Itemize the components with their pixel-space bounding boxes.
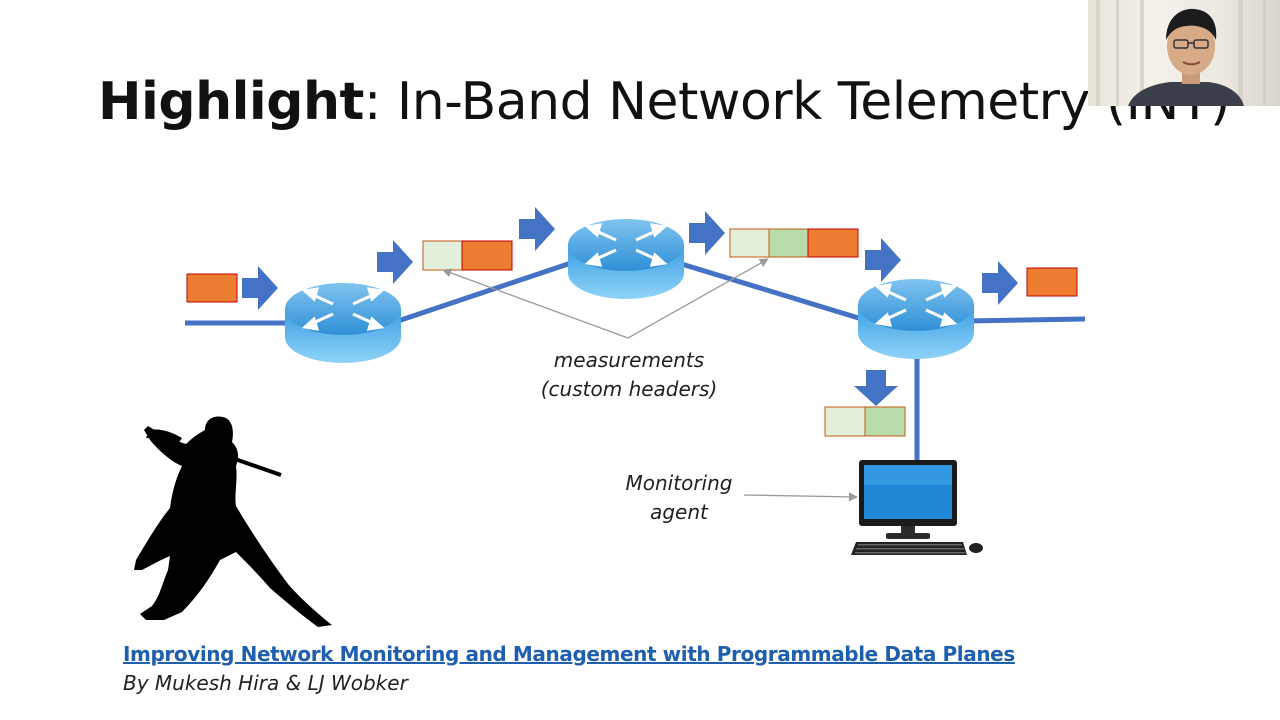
flow-arrow-icon (865, 238, 901, 282)
title-highlight: Highlight (98, 72, 364, 132)
monitoring-line1: Monitoring (625, 471, 733, 495)
router-icon (858, 279, 974, 359)
int-header (422, 240, 463, 271)
webcam-video (1088, 0, 1280, 106)
flow-arrow-icon (377, 240, 413, 284)
int-header (824, 406, 866, 437)
packet-payload (186, 273, 238, 303)
slide-title: Highlight: In-Band Network Telemetry (IN… (98, 72, 1230, 132)
int-header (768, 228, 809, 258)
packets (186, 228, 1078, 437)
reference-authors: By Mukesh Hira & LJ Wobker (123, 671, 408, 695)
down-arrow-icon (854, 370, 898, 406)
measurements-line1: measurements (553, 348, 705, 372)
flow-arrow-icon (982, 261, 1018, 305)
router-icon (568, 219, 684, 299)
packet-payload (1026, 267, 1078, 297)
ninja-silhouette-icon (134, 416, 332, 627)
reference-link[interactable]: Improving Network Monitoring and Managem… (123, 642, 1015, 666)
network-links (185, 257, 1086, 466)
measurement-callouts (442, 258, 858, 502)
link-egress (964, 316, 1086, 324)
packet-payload (461, 240, 513, 271)
router-icon (285, 283, 401, 363)
packet-payload (807, 228, 859, 258)
flow-arrow-icon (689, 211, 725, 255)
monitoring-agent-label: Monitoring agent (612, 469, 746, 527)
flow-arrows (242, 207, 1018, 406)
int-header (864, 406, 906, 437)
link-r1-r2 (394, 257, 581, 325)
flow-arrow-icon (242, 266, 278, 310)
flow-arrow-icon (519, 207, 555, 251)
monitoring-line2: agent (650, 500, 708, 524)
measurements-label: measurements (custom headers) (528, 346, 730, 404)
int-header (729, 228, 770, 258)
curtain-background (1096, 0, 1266, 106)
measurements-line2: (custom headers) (540, 377, 718, 401)
computer-icon (851, 460, 983, 555)
title-rest: : In-Band Network Telemetry (INT) (363, 72, 1231, 132)
person-icon (1128, 8, 1244, 106)
link-r2-r3 (674, 259, 866, 323)
